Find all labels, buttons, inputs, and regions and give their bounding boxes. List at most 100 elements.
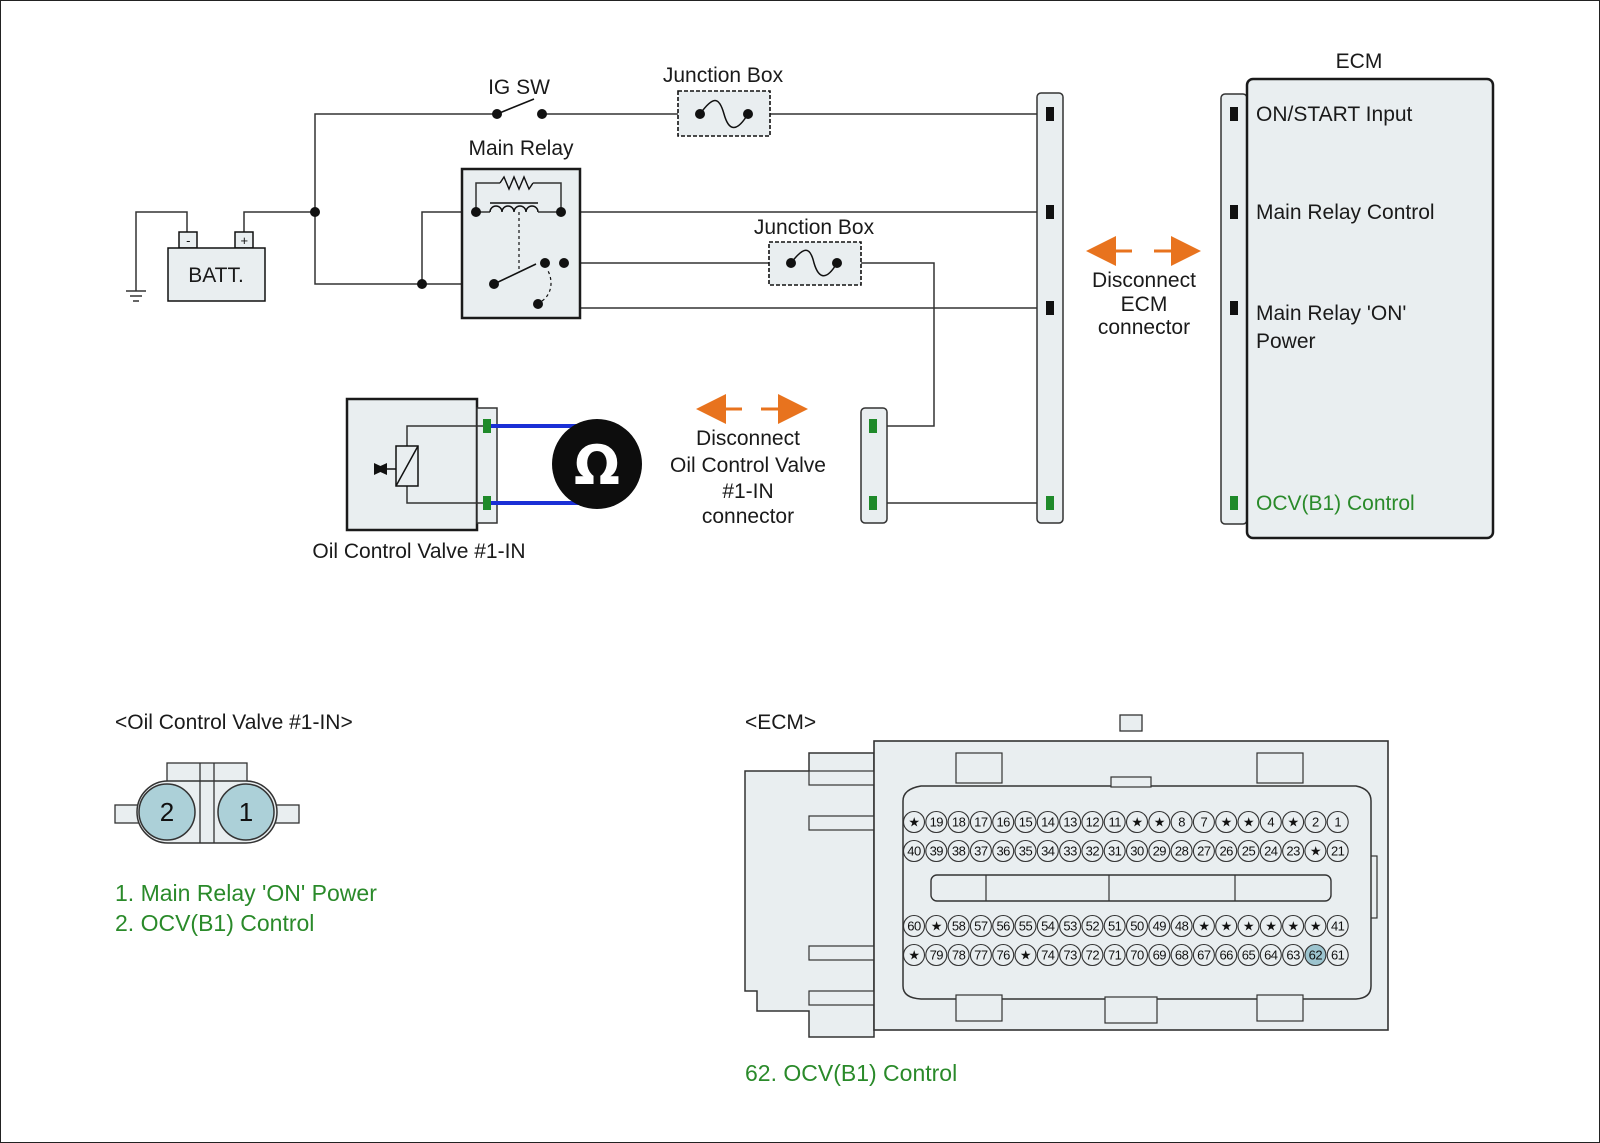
ecm-pin: 29 (1148, 839, 1171, 863)
ecm-pin-label: 39 (930, 844, 944, 859)
ecm-pin-label: 21 (1331, 844, 1345, 859)
ecm-pin-circle (947, 839, 970, 863)
ecm-pin-main-relay-on-power-label-2: Power (1256, 330, 1316, 353)
ecm-pin: 21 (1326, 839, 1349, 863)
ecm-pin-label: 23 (1286, 844, 1300, 859)
ecm-pin-label: 52 (1086, 919, 1100, 934)
ecm-pin: ★ (1215, 914, 1238, 938)
ecm-pin-circle (902, 914, 926, 938)
main-relay-label: Main Relay (468, 137, 574, 160)
ecm-pin-circle (1125, 914, 1149, 938)
ecm-pin-circle (1059, 914, 1082, 938)
ecm-pin-label: 11 (1108, 815, 1121, 830)
ecm-pin: 79 (925, 943, 948, 967)
disconnect-ecm-label-3: connector (1098, 316, 1190, 339)
ecm-pin: 27 (1192, 839, 1215, 863)
ecm-pin-label: 76 (996, 948, 1010, 963)
ecm-pin-circle (1215, 810, 1238, 834)
ecm-pin: 17 (969, 810, 992, 834)
ecm-pin-label: 62 (1309, 948, 1323, 963)
ecm-pin-label: 49 (1153, 919, 1167, 934)
ecm-pin: 69 (1148, 943, 1171, 967)
ecm-connector-legend: 62. OCV(B1) Control (745, 1060, 957, 1086)
ecm-pin: 18 (947, 810, 970, 834)
ecm-pin-circle (1081, 839, 1104, 863)
ocv-legend-2: 2. OCV(B1) Control (115, 910, 314, 936)
ecm-pin-circle (1326, 839, 1349, 863)
ecm-pin: 24 (1259, 839, 1282, 863)
ecm-pin: 11 (1103, 810, 1126, 834)
ecm-pin-circle (1192, 943, 1215, 967)
ecm-pin: 14 (1036, 810, 1059, 834)
ecm-pin: ★ (902, 810, 926, 834)
ecm-pin-circle (1237, 810, 1260, 834)
junction-box-1-label: Junction Box (663, 64, 784, 87)
ecm-pin: 54 (1036, 914, 1059, 938)
junction-box-2-label: Junction Box (754, 216, 875, 239)
ecm-pin-label: ★ (1288, 919, 1299, 934)
ecm-pin-label: ★ (1265, 919, 1276, 934)
ecm-pin: 2 (1304, 810, 1327, 834)
ecm-pin-label: 37 (974, 844, 988, 859)
ecm-pin: 13 (1059, 810, 1082, 834)
ocv-pin-1-label: 1 (239, 797, 253, 827)
ecm-pin: 58 (947, 914, 970, 938)
ecm-pin-label: 16 (996, 815, 1010, 830)
ecm-pin-circle (1081, 914, 1104, 938)
ecm-pin-label: ★ (1310, 919, 1321, 934)
ecm-pin-circle (1259, 914, 1282, 938)
ecm-pin-circle (902, 810, 926, 834)
ecm-pin-label: 40 (907, 844, 921, 859)
ohmmeter-icon: Ω (491, 419, 642, 509)
ecm-pin: ★ (1192, 914, 1215, 938)
ecm-pin-main-relay-control-label: Main Relay Control (1256, 201, 1435, 224)
ecm-pin-circle (902, 839, 926, 863)
ecm-pin: 63 (1282, 943, 1305, 967)
ecm-pin-circle (1036, 839, 1059, 863)
ecm-pin-circle (1081, 810, 1104, 834)
ecm-title: ECM (1336, 50, 1383, 73)
ecm-pin-circle (992, 839, 1015, 863)
ecm-pin-62-highlight (1304, 943, 1327, 967)
ecm-pin-circle (1326, 943, 1349, 967)
ecm-pin: 26 (1215, 839, 1238, 863)
ecm-pin-circle (1192, 914, 1215, 938)
ecm-pin: 51 (1103, 914, 1126, 938)
ocv-component-label: Oil Control Valve #1-IN (312, 540, 525, 563)
battery-minus-label: - (186, 233, 190, 248)
ecm-pin: ★ (1304, 914, 1327, 938)
ecm-pin: ★ (1237, 810, 1260, 834)
ecm-pin-label: 64 (1264, 948, 1278, 963)
ecm-pin-label: 69 (1153, 948, 1167, 963)
ecm-pin: 62 (1304, 943, 1327, 967)
ecm-pin-label: 14 (1041, 815, 1055, 830)
battery-label: BATT. (188, 264, 244, 287)
ecm-pin: ★ (1304, 839, 1327, 863)
ecm-pin: ★ (1014, 943, 1037, 967)
ecm-pin-circle (1014, 839, 1037, 863)
ecm-pin-circle (969, 810, 992, 834)
ecm-pin-label: 51 (1108, 919, 1122, 934)
ecm-pin: ★ (925, 914, 948, 938)
disconnect-ecm-label-2: ECM (1121, 293, 1168, 316)
ecm-module (1220, 77, 1495, 540)
ecm-pin-label: 1 (1334, 815, 1341, 830)
ecm-pin-label: 35 (1019, 844, 1033, 859)
ecm-pin: 70 (1125, 943, 1149, 967)
ecm-pin-label: 41 (1331, 919, 1345, 934)
ocv-pin-2-label: 2 (160, 797, 174, 827)
ecm-pin-circle (947, 914, 970, 938)
ecm-pin-label: 36 (996, 844, 1010, 859)
ecm-pin-circle (925, 810, 948, 834)
ecm-pin-label: 7 (1201, 815, 1208, 830)
ecm-pin-label: 57 (974, 919, 988, 934)
ecm-pin-label: 48 (1175, 919, 1189, 934)
ecm-pin-circle (1215, 839, 1238, 863)
ecm-pin: 78 (947, 943, 970, 967)
ecm-pin-circle (1237, 943, 1260, 967)
ecm-pin-circle (1148, 839, 1171, 863)
wires (135, 113, 1046, 504)
ecm-pin-label: 55 (1019, 919, 1033, 934)
